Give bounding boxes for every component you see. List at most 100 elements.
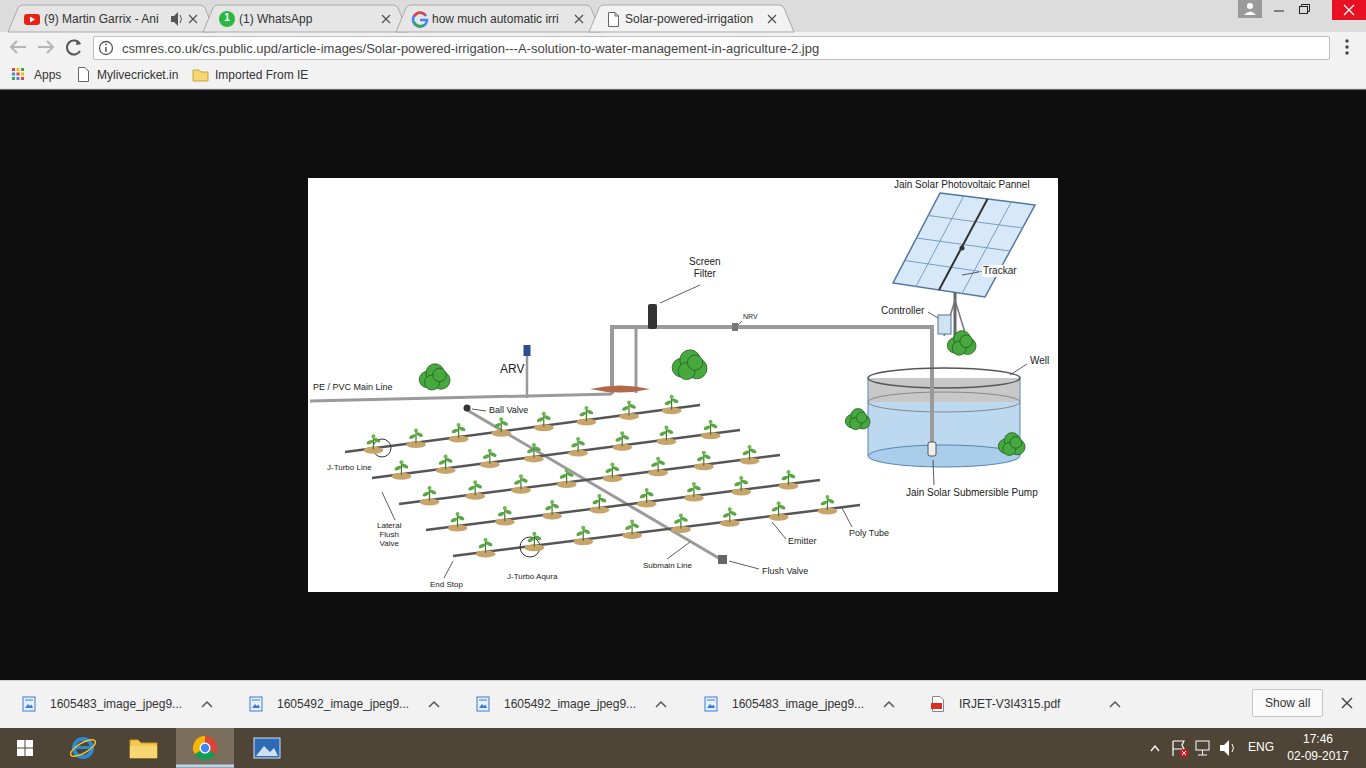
crop-plant <box>366 439 374 445</box>
file-icon <box>468 685 498 723</box>
crop-plant <box>526 448 534 454</box>
window-controls <box>1238 0 1262 18</box>
part-label: Emitter <box>787 536 818 546</box>
well <box>930 378 934 445</box>
crop-plant <box>581 526 585 530</box>
download-item: 1605483_image_jpeg9... <box>696 685 876 723</box>
tab-shape <box>768 15 776 23</box>
part-label: PE / PVC Main Line <box>312 382 394 392</box>
crop-plant <box>532 443 536 447</box>
tab-shape <box>575 15 583 23</box>
downloads-bar <box>1342 698 1352 708</box>
crop-plant <box>615 436 623 442</box>
crop-plant <box>622 520 642 540</box>
file-icon <box>931 703 942 709</box>
node-text: 1605492_image_jpeg9... <box>277 697 409 711</box>
info-icon <box>100 42 113 55</box>
taskbar <box>130 740 157 758</box>
crop-plant <box>778 470 798 490</box>
tab-shape <box>396 5 601 32</box>
downloads-bar <box>884 702 894 707</box>
crop-plant <box>571 442 579 448</box>
well <box>928 442 936 456</box>
badge-count: 1 <box>219 13 235 23</box>
crop-plant <box>484 538 488 542</box>
bookmark-icons <box>17 68 20 71</box>
crop-plant <box>476 538 496 558</box>
taskbar <box>0 728 1366 768</box>
crop-plant <box>534 412 554 432</box>
tab-shape <box>219 11 235 27</box>
window-controls <box>1302 5 1310 12</box>
crop-plant <box>473 480 477 484</box>
taskbar <box>201 744 209 752</box>
well <box>868 368 1020 467</box>
taskbar <box>1180 749 1188 757</box>
browser-tab: how much automatic irri <box>396 5 601 32</box>
file-icon <box>931 697 944 712</box>
file-icon <box>252 700 260 701</box>
leader-lines <box>962 272 979 275</box>
toolbar-icons <box>76 40 81 45</box>
part-label: Screen Filter <box>688 256 722 279</box>
part-label: Jain Solar Submersible Pump <box>905 487 1039 499</box>
taskbar <box>26 740 34 748</box>
bookmark-icons <box>12 77 15 80</box>
taskbar <box>176 728 234 768</box>
crop-plant <box>709 420 713 424</box>
tab-shape <box>609 13 619 27</box>
node-text: 1605483_image_jpeg9... <box>50 697 182 711</box>
crop-plant <box>701 420 721 440</box>
taskbar <box>193 736 217 760</box>
taskbar <box>1182 751 1186 755</box>
bookmark-label: Mylivecricket.in <box>97 69 178 83</box>
crop-plant <box>769 501 789 521</box>
node-text: (1) WhatsApp <box>239 12 312 26</box>
crop-plant <box>720 507 740 527</box>
crop-plant <box>820 500 828 506</box>
crop-plant <box>478 543 486 549</box>
crop-plant <box>438 459 446 465</box>
shrub <box>672 350 707 380</box>
node-text: IRJET-V3I4315.pdf <box>959 697 1060 711</box>
crop-plant <box>414 429 418 433</box>
leader-lines <box>382 492 395 520</box>
part-label: Ball Valve <box>488 405 529 415</box>
crop-plant <box>656 426 676 446</box>
crop-plant <box>468 485 476 491</box>
bookmark-icons <box>12 68 15 71</box>
shrub <box>687 355 702 370</box>
tab-shape <box>575 15 583 23</box>
tab-shape <box>8 5 215 32</box>
browser-tab: Solar-powered-irrigation <box>589 5 794 32</box>
download-item: 1605492_image_jpeg9... <box>241 685 421 723</box>
crop-plant <box>559 473 567 479</box>
crop-plant <box>399 460 403 464</box>
crop-plant <box>786 470 790 474</box>
browser-chrome <box>0 89 1366 90</box>
window-controls <box>1300 7 1308 14</box>
tab-shape <box>615 13 619 17</box>
part-label: J-Turbo Line <box>326 463 373 472</box>
crop-plant <box>605 467 613 473</box>
bookmark-icons <box>21 73 24 76</box>
download-item: 1605492_image_jpeg9... <box>468 685 648 723</box>
file-icon <box>25 700 33 701</box>
browser-chrome <box>0 32 1366 62</box>
crop-plant <box>536 417 544 423</box>
downloads-bar <box>429 702 439 707</box>
downloads-bar <box>202 702 212 707</box>
taskbar <box>200 743 211 754</box>
taskbar <box>176 765 234 768</box>
window-controls <box>1344 5 1354 15</box>
crop-plant <box>427 486 431 490</box>
file-icon <box>23 697 35 711</box>
crop-plant <box>491 417 511 437</box>
crop-plant <box>482 454 490 460</box>
shrub <box>419 364 450 390</box>
file-icon <box>23 697 35 711</box>
lateral-lines <box>345 405 860 557</box>
crop-plant <box>703 425 711 431</box>
taskbar <box>130 746 157 758</box>
crop-plants <box>363 395 837 558</box>
